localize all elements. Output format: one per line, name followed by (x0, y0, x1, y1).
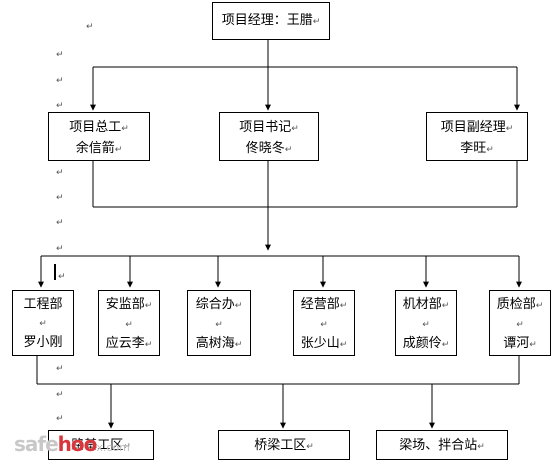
node-party-secretary: 项目书记↵ 佟晓冬↵ (219, 112, 319, 161)
paragraph-mark: ↵ (56, 414, 64, 424)
node-dept-business: 经营部↵ ↵ 张少山↵ (293, 290, 355, 356)
secretary-title: 项目书记 (239, 120, 292, 135)
manager-label: 项目经理：王腊 (221, 13, 313, 28)
node-chief-engineer: 项目总工↵ 余信箭↵ (48, 112, 150, 161)
dept-engineering-person: 罗小刚 (23, 335, 63, 350)
paragraph-mark: ↵ (56, 218, 64, 228)
node-area-beam-yard: 梁场、拌合站↵ (376, 430, 508, 460)
paragraph-mark: ↵ (56, 101, 64, 111)
node-dept-materials: 机材部↵ ↵ 成颜伶↵ (395, 290, 457, 356)
node-deputy-manager: 项目副经理↵ 李旺↵ (426, 112, 528, 161)
paragraph-mark: ↵ (86, 22, 94, 32)
dept-safety-person: 应云李 (105, 336, 145, 351)
paragraph-mark: ↵ (58, 272, 66, 282)
paragraph-mark: ↵ (56, 76, 64, 86)
dept-quality-name: 质检部 (496, 297, 536, 312)
dept-quality-person: 谭河 (503, 336, 530, 351)
area-bridge-name: 桥梁工区 (254, 438, 307, 453)
dept-business-name: 经营部 (300, 297, 340, 312)
dept-admin-person: 高树海 (195, 336, 235, 351)
deputy-manager-person: 李旺 (460, 141, 487, 156)
dept-safety-name: 安监部 (105, 297, 145, 312)
dept-engineering-name: 工程部 (23, 297, 63, 312)
deputy-manager-title: 项目副经理 (440, 120, 506, 135)
node-dept-safety: 安监部↵ ↵ 应云李↵ (98, 290, 160, 356)
chief-engineer-title: 项目总工 (69, 120, 122, 135)
paragraph-mark: ↵ (56, 390, 64, 400)
node-project-manager: 项目经理：王腊↵ (212, 2, 330, 40)
paragraph-mark: ↵ (56, 364, 64, 374)
paragraph-mark: ↵ (56, 168, 64, 178)
area-roadbed-name: 路基工区 (71, 438, 124, 453)
node-dept-quality: 质检部↵ ↵ 谭河↵ (489, 290, 551, 356)
chief-engineer-person: 余信箭 (75, 141, 115, 156)
dept-materials-person: 成颜伶 (402, 336, 442, 351)
dept-materials-name: 机材部 (402, 297, 442, 312)
node-dept-engineering: 工程部 ↵ 罗小刚 (12, 290, 74, 356)
paragraph-mark: ↵ (56, 193, 64, 203)
node-area-roadbed: 路基工区↵ (48, 430, 154, 460)
text-cursor (54, 264, 56, 280)
area-beam-yard-name: 梁场、拌合站 (399, 438, 478, 453)
watermark-logo: safehoox.com (14, 432, 130, 456)
dept-business-person: 张少山 (300, 336, 340, 351)
dept-admin-name: 综合办 (195, 297, 235, 312)
node-area-bridge: 桥梁工区↵ (218, 430, 350, 460)
secretary-person: 佟晓冬 (245, 141, 285, 156)
node-dept-admin: 综合办↵ ↵ 高树海↵ (187, 290, 251, 356)
paragraph-mark: ↵ (56, 244, 64, 254)
paragraph-mark: ↵ (56, 50, 64, 60)
